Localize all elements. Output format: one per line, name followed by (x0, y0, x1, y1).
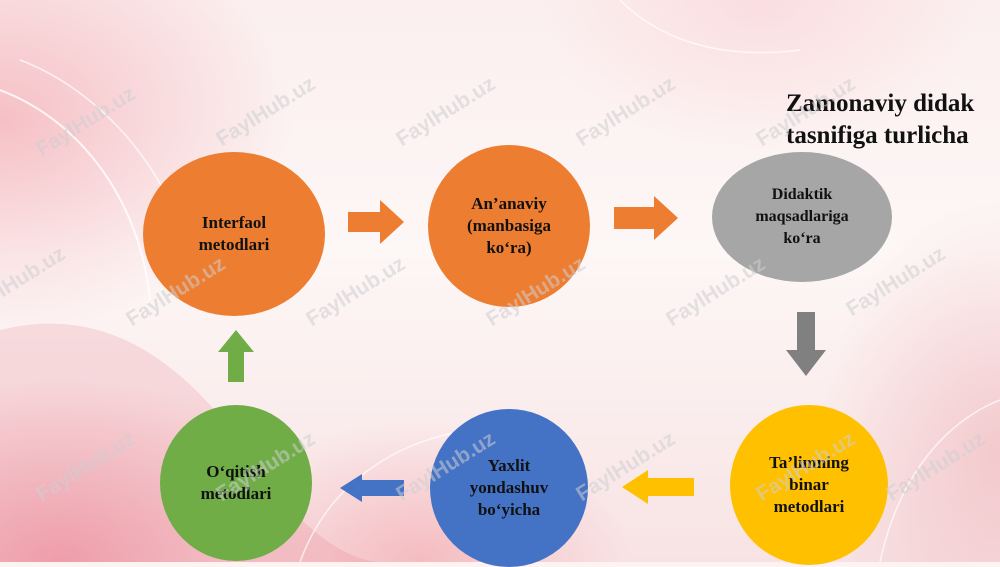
node-didaktik-label: Didaktik maqsadlariga ko‘ra (755, 186, 849, 247)
arrow-left-1 (622, 470, 694, 504)
node-didaktik: Didaktik maqsadlariga ko‘ra (712, 152, 892, 282)
node-binar-metodlari: Ta’limning binar metodlari (730, 405, 888, 565)
node-interfaol-metodlari: Interfaol metodlari (143, 152, 325, 316)
diagram-title: Zamonaviy didak tasnifiga turlicha (786, 88, 1000, 152)
arrow-left-2 (340, 474, 404, 502)
arrow-down (786, 312, 826, 376)
arrow-right-1 (348, 200, 404, 244)
title-line-1: Zamonaviy didak (786, 90, 975, 117)
node-oqitish-metodlari: O‘qitish metodlari (160, 405, 312, 561)
node-oqitish-label: O‘qitish metodlari (200, 462, 272, 503)
title-line-2: tasnifiga turlicha (786, 122, 969, 149)
node-interfaol-label: Interfaol metodlari (198, 213, 270, 254)
node-yaxlit-yondashuv: Yaxlit yondashuv bo‘yicha (430, 409, 588, 567)
arrow-up (218, 330, 254, 382)
node-yaxlit-label: Yaxlit yondashuv bo‘yicha (469, 456, 549, 519)
node-binar-label: Ta’limning binar metodlari (769, 453, 849, 516)
node-ananaviy-label: An’anaviy (manbasiga ko‘ra) (466, 194, 552, 257)
node-ananaviy: An’anaviy (manbasiga ko‘ra) (428, 145, 590, 307)
arrow-right-2 (614, 196, 678, 240)
